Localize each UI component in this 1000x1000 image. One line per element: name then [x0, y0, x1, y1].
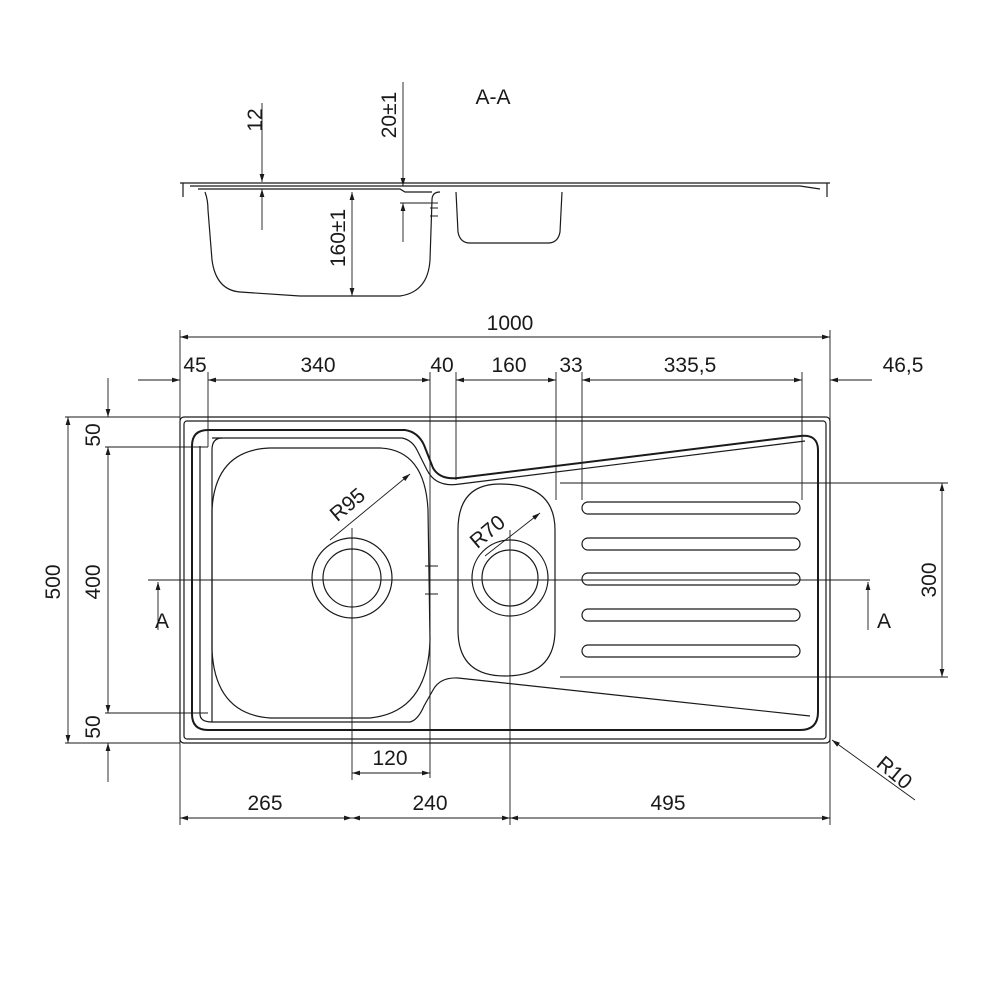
dim-width-1: 340 [300, 354, 335, 377]
section-marker-right: A [877, 610, 891, 633]
dim-margin-bottom: 50 [82, 715, 105, 738]
dim-depth: 160±1 [327, 209, 350, 267]
dim-offset: 20±1 [378, 92, 401, 139]
radius-corner: R10 [872, 752, 916, 794]
dim-width-5: 335,5 [664, 354, 717, 377]
dim-overall-depth: 500 [42, 564, 65, 599]
drainer-grooves [581, 501, 801, 658]
dim-drain-pos-0: 265 [247, 792, 282, 815]
section-marker-left: A [155, 610, 169, 633]
dim-drainer-depth: 300 [918, 562, 941, 597]
dim-drain-pos-1: 240 [412, 792, 447, 815]
section-view: A-A 12 20±1 160±1 [180, 82, 830, 297]
dimension-lines [65, 334, 945, 821]
dim-bowl-depth: 400 [82, 564, 105, 599]
dim-rim: 12 [244, 108, 267, 131]
radius-small-bowl: R70 [466, 511, 510, 553]
radius-main-bowl: R95 [326, 484, 370, 526]
dim-drain-pos-2: 495 [650, 792, 685, 815]
dim-width-0: 45 [183, 354, 206, 377]
dim-overall-width: 1000 [487, 312, 534, 335]
section-title: A-A [475, 86, 510, 109]
dim-width-2: 40 [430, 354, 453, 377]
dim-drain-offset: 120 [372, 747, 407, 770]
dim-width-4: 33 [559, 354, 582, 377]
dim-width-6: 46,5 [883, 354, 924, 377]
plan-view [148, 416, 870, 825]
extension-lines [65, 330, 948, 825]
dim-width-3: 160 [491, 354, 526, 377]
dim-margin-top: 50 [82, 423, 105, 446]
